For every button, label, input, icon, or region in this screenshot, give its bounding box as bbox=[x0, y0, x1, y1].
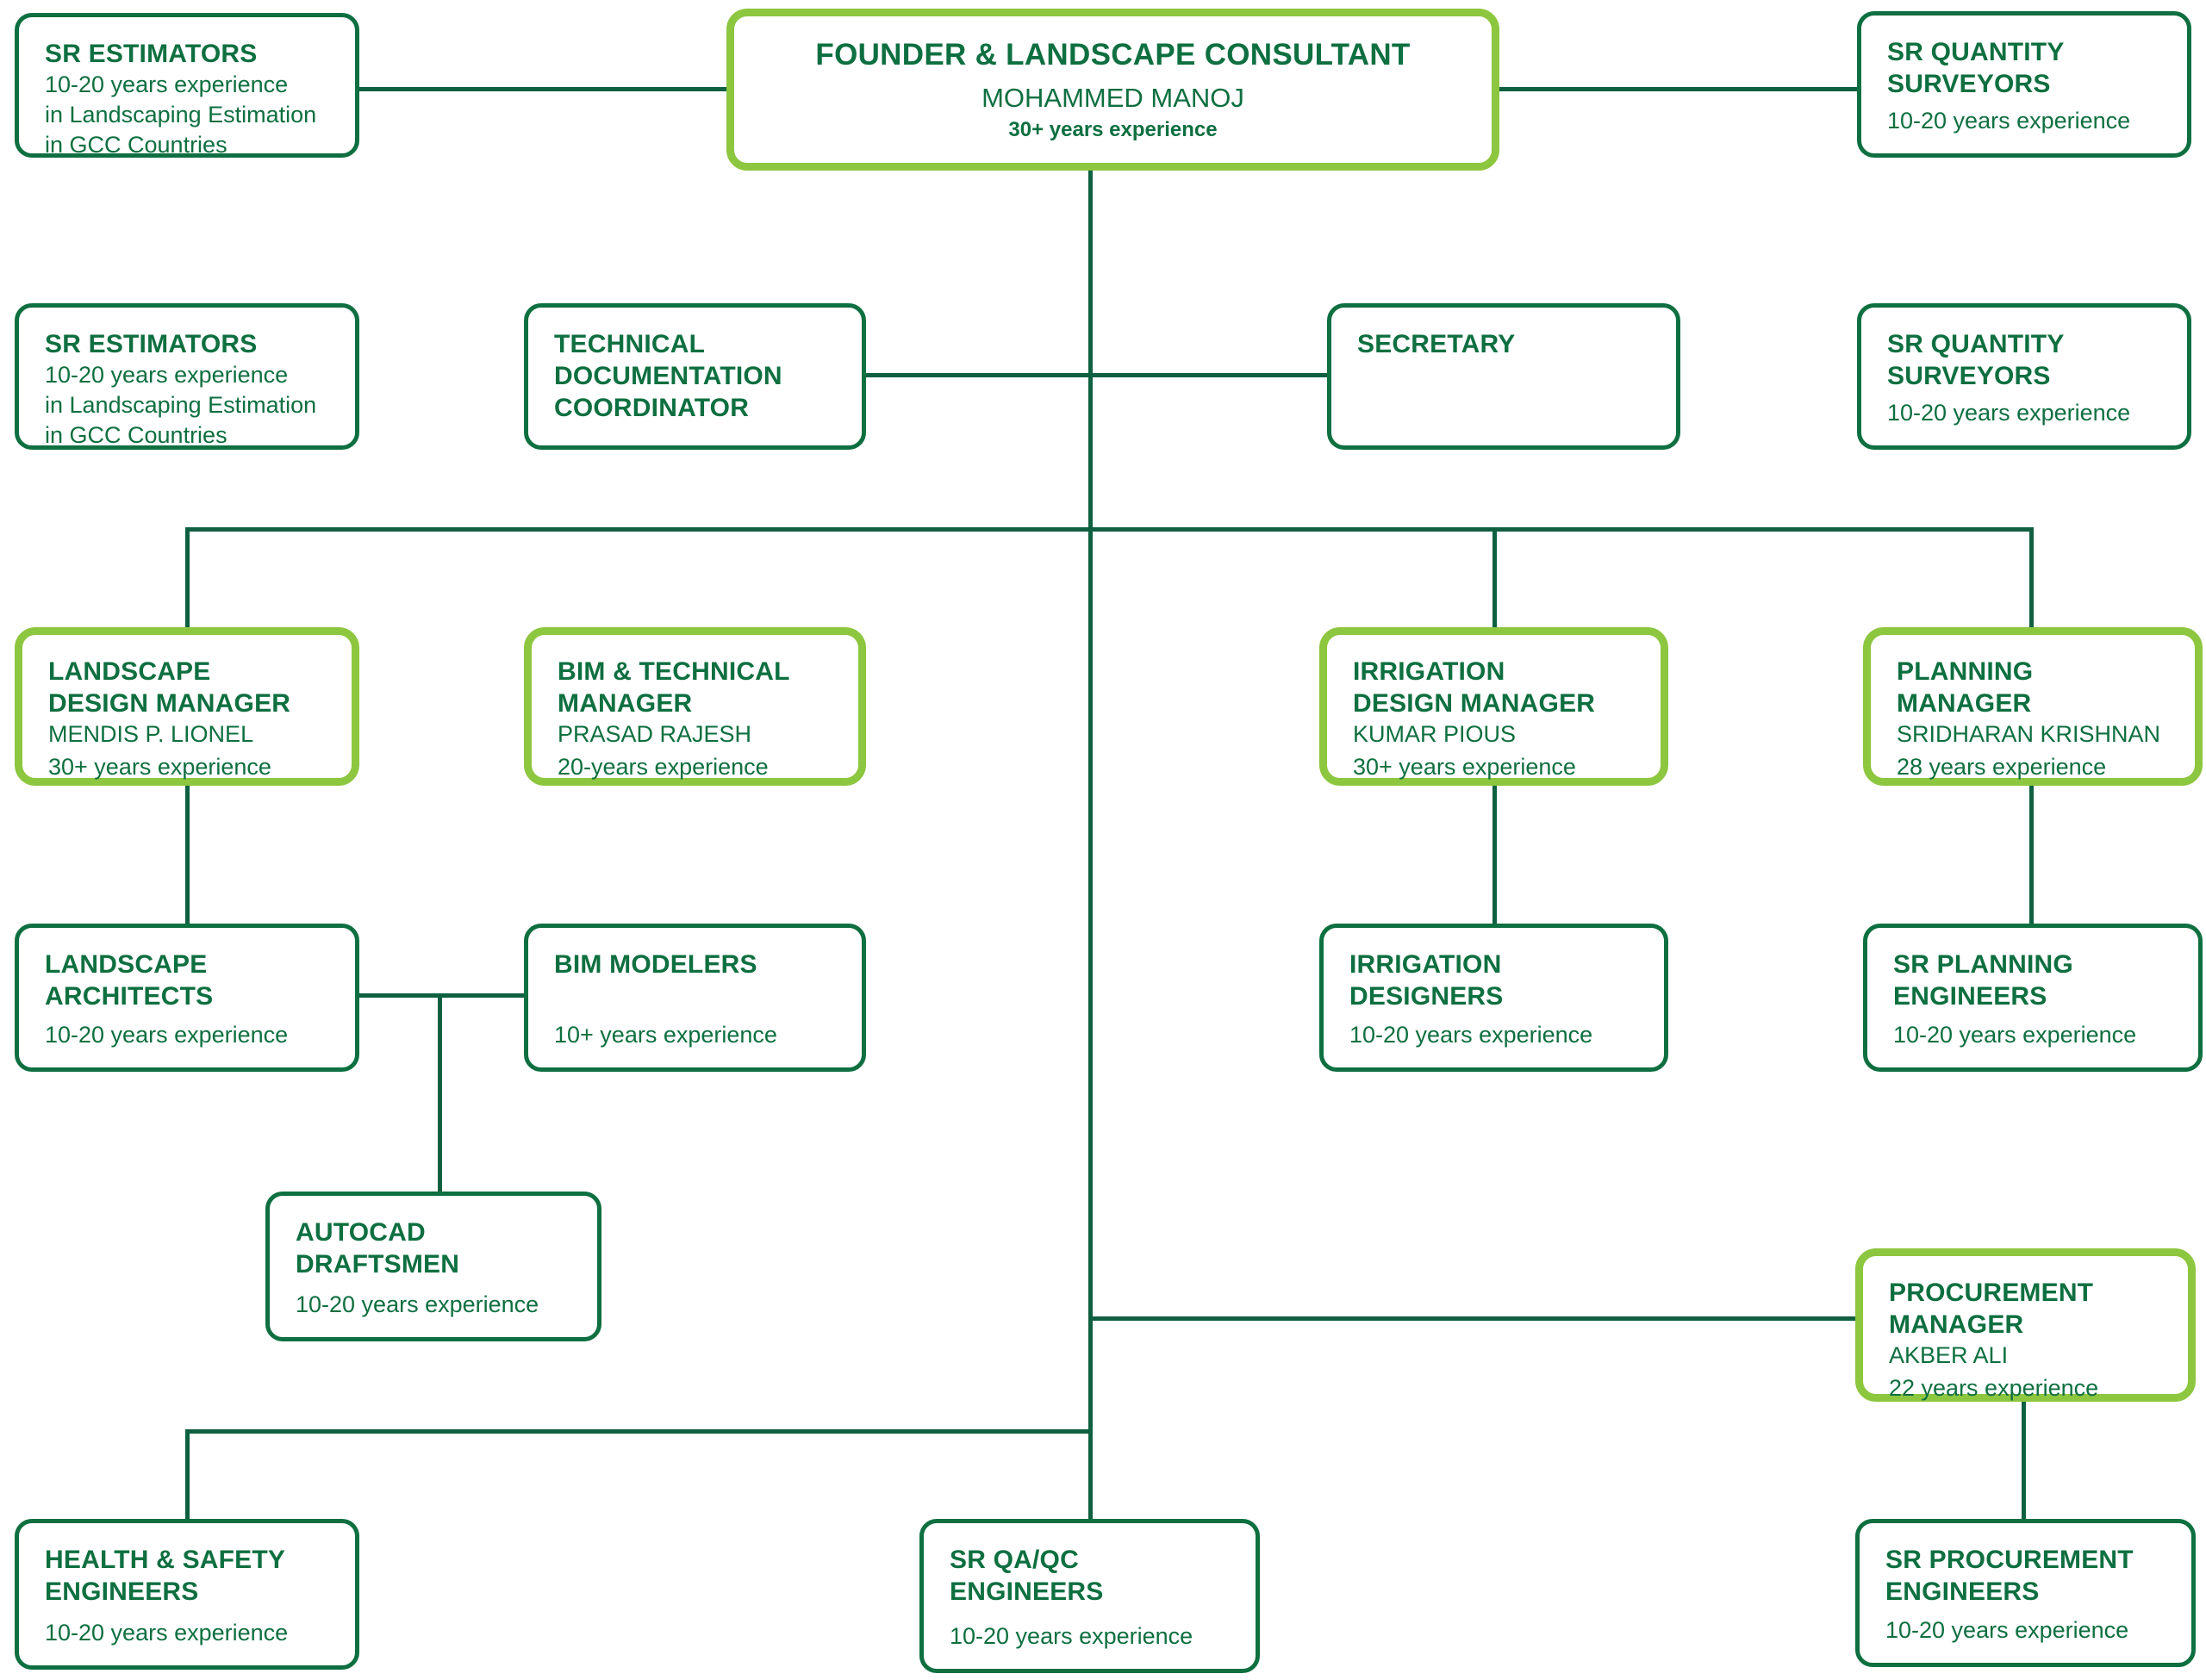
box-title: IRRIGATION DESIGNERS bbox=[1349, 950, 1504, 1011]
box-title: PLANNING MANAGER bbox=[1897, 657, 2034, 719]
person-experience: 20-years experience bbox=[558, 754, 769, 781]
box-body: 10-20 years experience in Landscaping Es… bbox=[45, 72, 317, 159]
connector-drop-autocad bbox=[438, 993, 442, 1192]
connector-managers-distribution bbox=[185, 527, 2034, 532]
box-irrigation-designers: IRRIGATION DESIGNERS 10-20 years experie… bbox=[1319, 924, 1668, 1072]
box-sr-planning-engineers: SR PLANNING ENGINEERS 10-20 years experi… bbox=[1863, 924, 2203, 1072]
box-title: LANDSCAPE ARCHITECTS bbox=[45, 950, 214, 1011]
connector-drop-planning-manager bbox=[2029, 527, 2034, 627]
connector-trunk-to-hse bbox=[185, 1429, 1093, 1434]
person-experience: 22 years experience bbox=[1889, 1375, 2099, 1402]
box-body: 10-20 years experience bbox=[296, 1291, 539, 1317]
box-title: SECRETARY bbox=[1357, 330, 1516, 358]
person-info: PRASAD RAJESH 20-years experience bbox=[558, 719, 834, 782]
box-autocad-draftsmen: AUTOCAD DRAFTSMEN 10-20 years experience bbox=[265, 1192, 601, 1341]
box-title: FOUNDER & LANDSCAPE CONSULTANT bbox=[815, 37, 1411, 72]
box-title: HEALTH & SAFETY ENGINEERS bbox=[45, 1546, 286, 1607]
box-title: TECHNICAL DOCUMENTATION COORDINATOR bbox=[554, 330, 782, 423]
person-info: AKBER ALI 22 years experience bbox=[1889, 1341, 2164, 1403]
connector-drop-irrigation-design-manager bbox=[1492, 527, 1497, 627]
person-name: AKBER ALI bbox=[1889, 1342, 2009, 1369]
person-name: KUMAR PIOUS bbox=[1353, 721, 1517, 748]
connector-drop-hse bbox=[185, 1429, 190, 1519]
person-name: MOHAMMED MANOJ bbox=[981, 82, 1244, 113]
box-title: BIM MODELERS bbox=[554, 950, 757, 979]
box-title: SR ESTIMATORS bbox=[45, 330, 258, 358]
person-info: KUMAR PIOUS 30+ years experience bbox=[1353, 719, 1636, 782]
box-procurement-manager: PROCUREMENT MANAGER AKBER ALI 22 years e… bbox=[1855, 1248, 2196, 1402]
box-body: 10-20 years experience bbox=[1349, 1021, 1593, 1048]
connector-ldm-to-architects bbox=[185, 786, 190, 924]
connector-pm-to-procurement-engineers bbox=[2022, 1402, 2026, 1519]
box-landscape-design-manager: LANDSCAPE DESIGN MANAGER MENDIS P. LIONE… bbox=[15, 627, 359, 786]
connector-row1-left bbox=[359, 87, 726, 91]
box-body: 10-20 years experience bbox=[45, 1619, 289, 1646]
connector-drop-landscape-design-manager bbox=[185, 527, 190, 627]
box-title: SR QUANTITY SURVEYORS bbox=[1887, 38, 2065, 99]
box-sr-qaqc-engineers: SR QA/QC ENGINEERS 10-20 years experienc… bbox=[919, 1519, 1260, 1673]
box-secretary: SECRETARY bbox=[1327, 303, 1680, 450]
box-health-safety-engineers: HEALTH & SAFETY ENGINEERS 10-20 years ex… bbox=[15, 1519, 359, 1670]
box-title: SR QUANTITY SURVEYORS bbox=[1887, 330, 2065, 391]
box-title: SR QA/QC ENGINEERS bbox=[950, 1546, 1104, 1607]
box-body: 10-20 years experience bbox=[1893, 1021, 2137, 1048]
person-experience: 30+ years experience bbox=[1353, 754, 1576, 781]
box-landscape-architects: LANDSCAPE ARCHITECTS 10-20 years experie… bbox=[15, 924, 359, 1072]
box-title: BIM & TECHNICAL MANAGER bbox=[558, 657, 790, 719]
person-experience: 28 years experience bbox=[1897, 754, 2107, 781]
box-bim-technical-manager: BIM & TECHNICAL MANAGER PRASAD RAJESH 20… bbox=[524, 627, 866, 786]
box-sr-quantity-surveyors-1: SR QUANTITY SURVEYORS 10-20 years experi… bbox=[1857, 11, 2191, 158]
box-sr-quantity-surveyors-2: SR QUANTITY SURVEYORS 10-20 years experi… bbox=[1857, 303, 2191, 450]
box-title: SR PROCUREMENT ENGINEERS bbox=[1885, 1546, 2134, 1607]
box-founder: FOUNDER & LANDSCAPE CONSULTANT MOHAMMED … bbox=[726, 9, 1499, 171]
person-experience: 30+ years experience bbox=[48, 754, 271, 781]
box-irrigation-design-manager: IRRIGATION DESIGN MANAGER KUMAR PIOUS 30… bbox=[1319, 627, 1668, 786]
person-info: MENDIS P. LIONEL 30+ years experience bbox=[48, 719, 327, 782]
box-planning-manager: PLANNING MANAGER SRIDHARAN KRISHNAN 28 y… bbox=[1863, 627, 2203, 786]
connector-pm-to-planning-engineers bbox=[2029, 786, 2034, 924]
box-body: 10-20 years experience bbox=[1887, 107, 2131, 134]
box-body: 10-20 years experience in Landscaping Es… bbox=[45, 362, 317, 449]
box-bim-modelers: BIM MODELERS 10+ years experience bbox=[524, 924, 866, 1072]
box-body: 10-20 years experience bbox=[1887, 399, 2131, 426]
person-name: PRASAD RAJESH bbox=[558, 721, 752, 748]
box-body: 10-20 years experience bbox=[1885, 1616, 2129, 1643]
box-title: AUTOCAD DRAFTSMEN bbox=[296, 1218, 460, 1279]
box-sr-procurement-engineers: SR PROCUREMENT ENGINEERS 10-20 years exp… bbox=[1855, 1519, 2196, 1667]
person-info: SRIDHARAN KRISHNAN 28 years experience bbox=[1897, 719, 2171, 782]
box-title: LANDSCAPE DESIGN MANAGER bbox=[48, 657, 291, 719]
box-body: 10-20 years experience bbox=[950, 1622, 1193, 1649]
box-title: PROCUREMENT MANAGER bbox=[1889, 1279, 2094, 1340]
connector-trunk bbox=[1088, 169, 1093, 1519]
box-body: 10+ years experience bbox=[554, 1021, 777, 1048]
person-name: MENDIS P. LIONEL bbox=[48, 721, 254, 748]
box-title: SR PLANNING ENGINEERS bbox=[1893, 950, 2073, 1011]
box-title: SR ESTIMATORS bbox=[45, 40, 258, 68]
box-sr-estimators-2: SR ESTIMATORS 10-20 years experience in … bbox=[15, 303, 359, 450]
box-body: 10-20 years experience bbox=[45, 1021, 289, 1048]
box-title: IRRIGATION DESIGN MANAGER bbox=[1353, 657, 1596, 719]
connector-row2 bbox=[866, 373, 1327, 377]
connector-trunk-to-procurement-manager bbox=[1088, 1316, 1855, 1321]
connector-row1-right bbox=[1499, 87, 1857, 91]
box-sr-estimators-1: SR ESTIMATORS 10-20 years experience in … bbox=[15, 13, 359, 158]
box-technical-documentation-coordinator: TECHNICAL DOCUMENTATION COORDINATOR bbox=[524, 303, 866, 450]
person-experience: 30+ years experience bbox=[1008, 117, 1218, 141]
person-name: SRIDHARAN KRISHNAN bbox=[1897, 721, 2161, 748]
connector-idm-to-designers bbox=[1492, 786, 1497, 924]
